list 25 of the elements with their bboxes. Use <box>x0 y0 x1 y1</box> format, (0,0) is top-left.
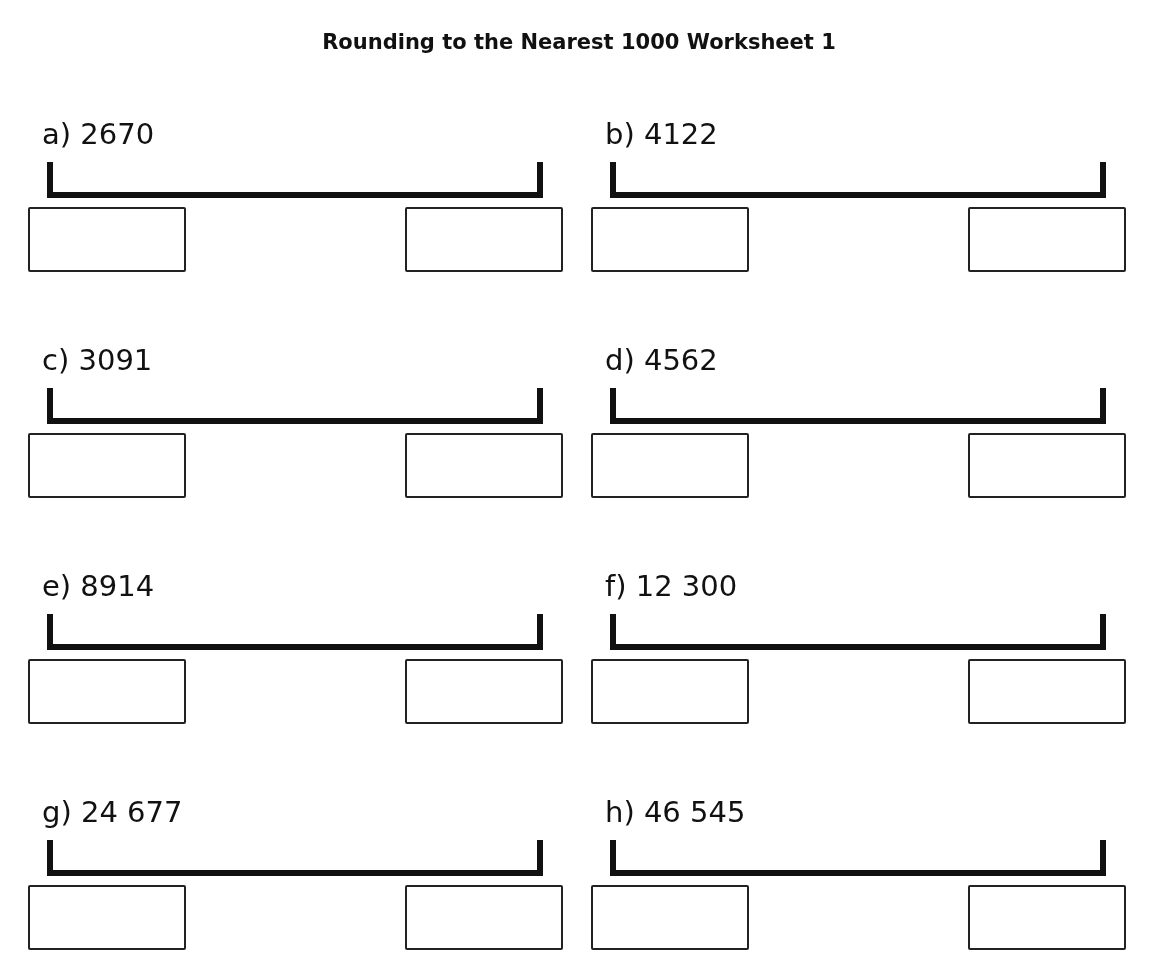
question-number: b) 4122 <box>605 120 718 149</box>
question-number: a) 2670 <box>42 120 155 149</box>
answer-box <box>405 433 563 498</box>
answer-box <box>28 433 186 498</box>
answer-box <box>28 659 186 724</box>
answer-box <box>591 885 749 950</box>
answer-box <box>405 659 563 724</box>
answer-box <box>28 207 186 272</box>
answer-box <box>968 885 1126 950</box>
answer-box <box>591 659 749 724</box>
question-number: d) 4562 <box>605 346 718 375</box>
answer-box <box>405 207 563 272</box>
question-number: g) 24 677 <box>42 798 183 827</box>
question-number: h) 46 545 <box>605 798 746 827</box>
answer-box <box>968 659 1126 724</box>
answer-box <box>591 433 749 498</box>
answer-box <box>968 433 1126 498</box>
question-number: e) 8914 <box>42 572 155 601</box>
answer-box <box>968 207 1126 272</box>
question-number: c) 3091 <box>42 346 153 375</box>
answer-box <box>405 885 563 950</box>
worksheet-title: Rounding to the Nearest 1000 Worksheet 1 <box>321 30 837 54</box>
answer-box <box>591 207 749 272</box>
question-number: f) 12 300 <box>605 572 738 601</box>
answer-box <box>28 885 186 950</box>
